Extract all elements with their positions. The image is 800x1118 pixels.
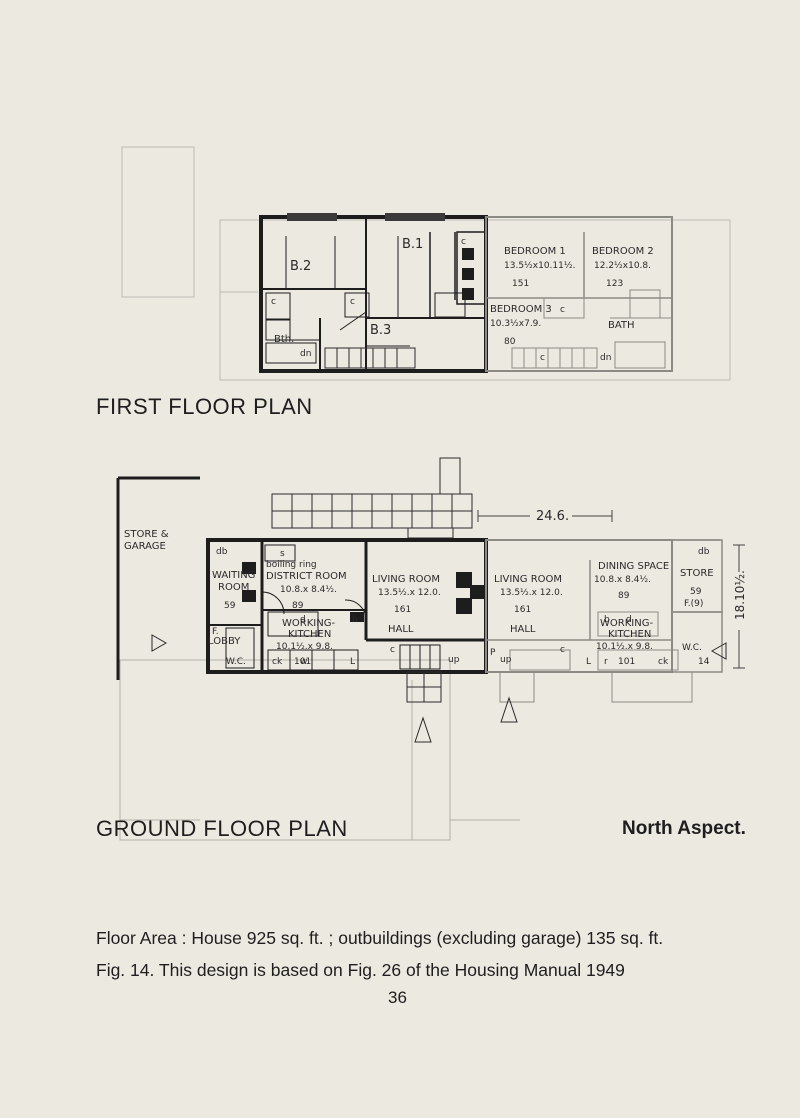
cupboard-mark: c xyxy=(560,305,565,315)
label-boiling-ring: boiling ring xyxy=(266,560,317,570)
mark-l: L xyxy=(586,657,591,667)
label-kitchen-right-line1: WORKING- xyxy=(600,618,653,629)
cupboard-mark: c xyxy=(461,237,466,247)
label-waiting-room-line1: WAITING xyxy=(212,570,255,581)
label-store-area: 59 xyxy=(690,587,702,597)
mark-p: P xyxy=(490,648,496,658)
label-waiting-room-line2: ROOM xyxy=(218,582,249,593)
label-kitchen-left-area: 101 xyxy=(294,657,311,667)
label-wc: W.C. xyxy=(226,657,246,667)
label-depth-dimension: 18.10½. xyxy=(733,570,747,620)
mark-d: d xyxy=(300,615,306,625)
garage-walls xyxy=(116,476,200,680)
room-area-bedroom1: 151 xyxy=(512,279,529,289)
porch-box xyxy=(406,671,442,703)
label-kitchen-left-line1: WORKING- xyxy=(282,618,335,629)
label-district-area: 89 xyxy=(292,601,304,611)
label-living-right-area: 161 xyxy=(514,605,531,615)
label-kitchen-right-size: 10.1½.x 9.8. xyxy=(596,642,653,652)
label-dining-size: 10.8.x 8.4½. xyxy=(594,575,651,585)
first-floor-stair-left xyxy=(324,347,416,369)
mark-l: L xyxy=(350,657,355,667)
room-size-bedroom2: 12.2½x10.8. xyxy=(594,261,651,271)
mark-c: c xyxy=(390,645,395,655)
room-area-bedroom3: 80 xyxy=(504,337,516,347)
room-label-bedroom3: BEDROOM 3 xyxy=(490,304,552,315)
label-store-garage-line1: STORE & xyxy=(124,529,169,540)
room-area-bedroom2: 123 xyxy=(606,279,623,289)
label-kitchen-right-area: 101 xyxy=(618,657,635,667)
mark-ck: ck xyxy=(272,657,283,667)
mark-c: c xyxy=(560,645,565,655)
label-living-left-area: 161 xyxy=(394,605,411,615)
label-living-right: LIVING ROOM xyxy=(494,574,562,585)
mark-sink: s xyxy=(280,549,285,559)
first-floor-title: FIRST FLOOR PLAN xyxy=(96,394,313,419)
room-label-dn-left: dn xyxy=(300,349,311,359)
label-living-left: LIVING ROOM xyxy=(372,574,440,585)
label-dining-space: DINING SPACE xyxy=(598,561,669,572)
label-district-size: 10.8.x 8.4½. xyxy=(280,585,337,595)
room-label-bath: BATH xyxy=(608,320,635,331)
label-f: F. xyxy=(212,627,219,637)
label-wc-right: W.C. xyxy=(682,643,702,653)
label-db-left: db xyxy=(216,547,228,557)
cupboard-mark: c xyxy=(540,353,545,363)
page-number: 36 xyxy=(388,988,407,1007)
floor-area-text: Floor Area : House 925 sq. ft. ; outbuil… xyxy=(96,928,664,948)
first-floor-walls-right xyxy=(485,216,673,372)
label-district-room: DISTRICT ROOM xyxy=(266,571,347,582)
mark-r: r xyxy=(604,657,608,667)
ground-floor-walls-right xyxy=(485,539,723,703)
mark-up-left: up xyxy=(448,655,460,665)
cupboard-mark: c xyxy=(350,297,355,307)
mark-w: w xyxy=(300,657,307,667)
ground-floor-windows-left xyxy=(242,562,486,622)
first-floor-faint-outline xyxy=(121,146,731,381)
label-kitchen-left-size: 10.1½.x 9.8. xyxy=(276,642,333,652)
cupboard-mark: c xyxy=(271,297,276,307)
room-label-bedroom2: BEDROOM 2 xyxy=(592,246,654,257)
label-living-right-size: 13.5½.x 12.0. xyxy=(500,588,563,598)
room-label-b3: B.3 xyxy=(370,323,391,338)
room-label-dn-right: dn xyxy=(600,353,611,363)
entrance-arrows xyxy=(151,634,727,743)
figure-caption: Fig. 14. This design is based on Fig. 26… xyxy=(96,960,625,980)
mark-ck: ck xyxy=(658,657,669,667)
label-db-right: db xyxy=(698,547,710,557)
room-label-b1: B.1 xyxy=(402,237,423,252)
label-dining-area: 89 xyxy=(618,591,630,601)
first-floor-windows-left xyxy=(287,213,474,300)
label-waiting-area: 59 xyxy=(224,601,236,611)
room-label-bth: Bth. xyxy=(274,334,294,345)
label-wc-right-area: 14 xyxy=(698,657,710,667)
label-hall-left: HALL xyxy=(388,624,414,635)
room-size-bedroom3: 10.3½x7.9. xyxy=(490,319,541,329)
label-hall-right: HALL xyxy=(510,624,536,635)
label-store: STORE xyxy=(680,568,714,579)
room-label-bedroom1: BEDROOM 1 xyxy=(504,246,566,257)
mark-d: d xyxy=(626,615,632,625)
label-f9: F.(9) xyxy=(684,599,703,609)
garden-outline xyxy=(119,659,520,841)
dimension-lines xyxy=(477,510,745,669)
label-store-garage-line2: GARAGE xyxy=(124,541,166,552)
label-living-left-size: 13.5½.x 12.0. xyxy=(378,588,441,598)
label-width-dimension: 24.6. xyxy=(536,509,569,524)
room-size-bedroom1: 13.5½x10.11½. xyxy=(504,261,575,271)
mark-b: b xyxy=(604,615,610,625)
mark-b: b xyxy=(352,615,358,625)
label-kitchen-left-line2: KITCHEN xyxy=(288,629,331,640)
aspect-label: North Aspect. xyxy=(622,818,746,839)
room-label-b2: B.2 xyxy=(290,259,311,274)
mark-up-right: up xyxy=(500,655,512,665)
label-kitchen-right-line2: KITCHEN xyxy=(608,629,651,640)
label-lobby: LOBBY xyxy=(208,636,241,647)
ground-floor-title: GROUND FLOOR PLAN xyxy=(96,816,348,841)
